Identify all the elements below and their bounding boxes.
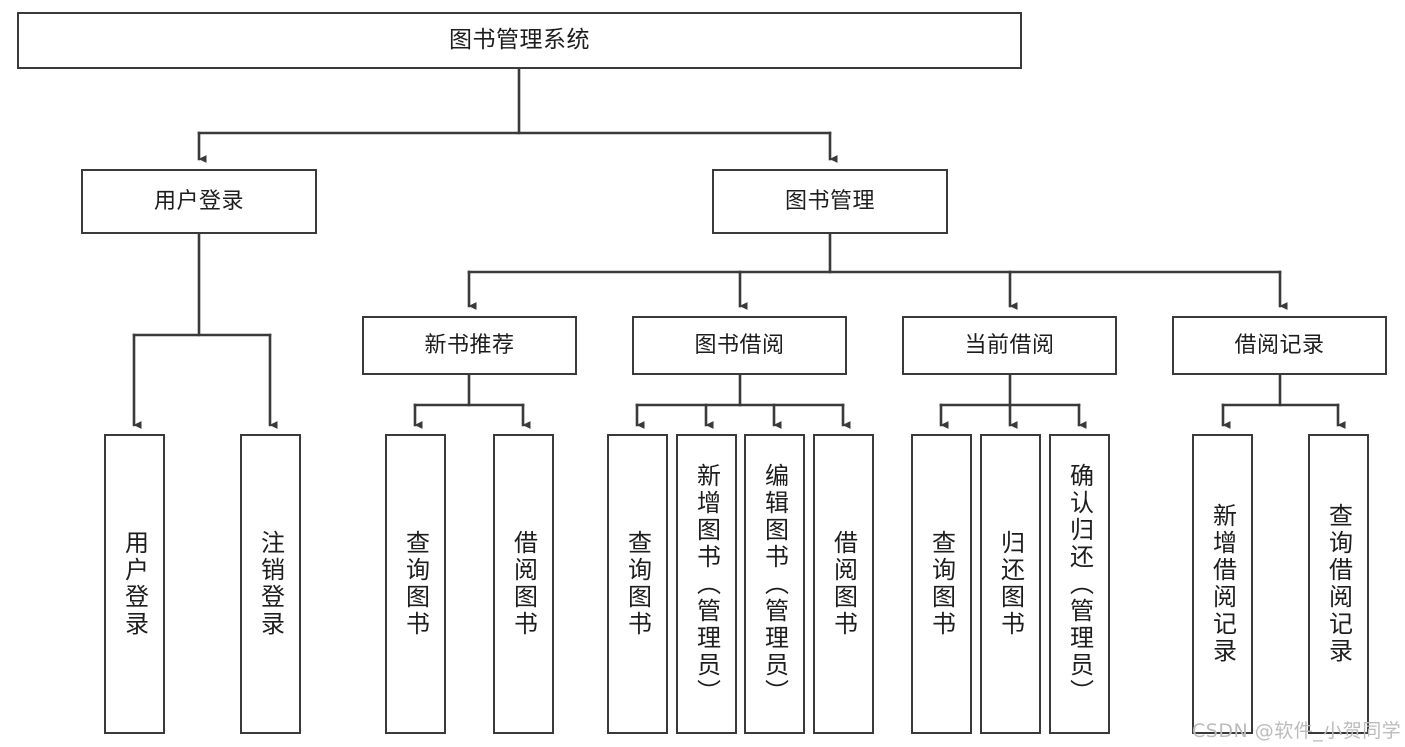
node-label: 编辑图书（管理员） xyxy=(760,462,789,706)
node-label: 图书管理系统 xyxy=(449,27,590,54)
node-borrow-record[interactable]: 借阅记录 xyxy=(1172,316,1387,375)
leaf-borrow-add-book-admin[interactable]: 新增图书（管理员） xyxy=(676,434,737,734)
csdn-watermark: CSDN @软件_小贺同学 xyxy=(1192,720,1402,742)
leaf-current-query-book[interactable]: 查询图书 xyxy=(911,434,972,734)
node-label: 注销登录 xyxy=(256,530,285,638)
node-label: 图书管理 xyxy=(784,188,875,214)
node-book-management[interactable]: 图书管理 xyxy=(712,169,948,234)
node-label: 新增图书（管理员） xyxy=(692,462,721,706)
leaf-current-confirm-return-admin[interactable]: 确认归还（管理员） xyxy=(1049,434,1110,734)
leaf-borrow-edit-book-admin[interactable]: 编辑图书（管理员） xyxy=(744,434,805,734)
node-label: 查询图书 xyxy=(927,530,956,638)
node-current-borrow[interactable]: 当前借阅 xyxy=(902,316,1117,375)
node-label: 借阅图书 xyxy=(509,530,538,638)
node-new-book-recommend[interactable]: 新书推荐 xyxy=(362,316,577,375)
node-book-borrow[interactable]: 图书借阅 xyxy=(632,316,847,375)
leaf-recommend-borrow-book[interactable]: 借阅图书 xyxy=(493,434,554,734)
node-label: 新增借阅记录 xyxy=(1208,503,1237,665)
node-label: 借阅记录 xyxy=(1234,332,1325,358)
leaf-recommend-query-book[interactable]: 查询图书 xyxy=(385,434,446,734)
leaf-user-login-signout[interactable]: 注销登录 xyxy=(240,434,301,734)
node-label: 当前借阅 xyxy=(964,332,1055,358)
node-label: 归还图书 xyxy=(996,530,1025,638)
leaf-record-add-record[interactable]: 新增借阅记录 xyxy=(1192,434,1253,734)
leaf-record-query-record[interactable]: 查询借阅记录 xyxy=(1308,434,1369,734)
node-label: 查询借阅记录 xyxy=(1324,503,1353,665)
node-root-system[interactable]: 图书管理系统 xyxy=(17,12,1022,69)
leaf-borrow-query-book[interactable]: 查询图书 xyxy=(607,434,668,734)
node-label: 新书推荐 xyxy=(424,332,515,358)
node-user-login[interactable]: 用户登录 xyxy=(81,169,317,234)
leaf-user-login-signin[interactable]: 用户登录 xyxy=(104,434,165,734)
leaf-current-return-book[interactable]: 归还图书 xyxy=(980,434,1041,734)
node-label: 用户登录 xyxy=(120,530,149,638)
node-label: 借阅图书 xyxy=(829,530,858,638)
node-label: 查询图书 xyxy=(401,530,430,638)
node-label: 确认归还（管理员） xyxy=(1065,462,1094,706)
node-label: 查询图书 xyxy=(623,530,652,638)
node-label: 用户登录 xyxy=(153,188,244,214)
node-label: 图书借阅 xyxy=(694,332,785,358)
leaf-borrow-borrow-book[interactable]: 借阅图书 xyxy=(813,434,874,734)
